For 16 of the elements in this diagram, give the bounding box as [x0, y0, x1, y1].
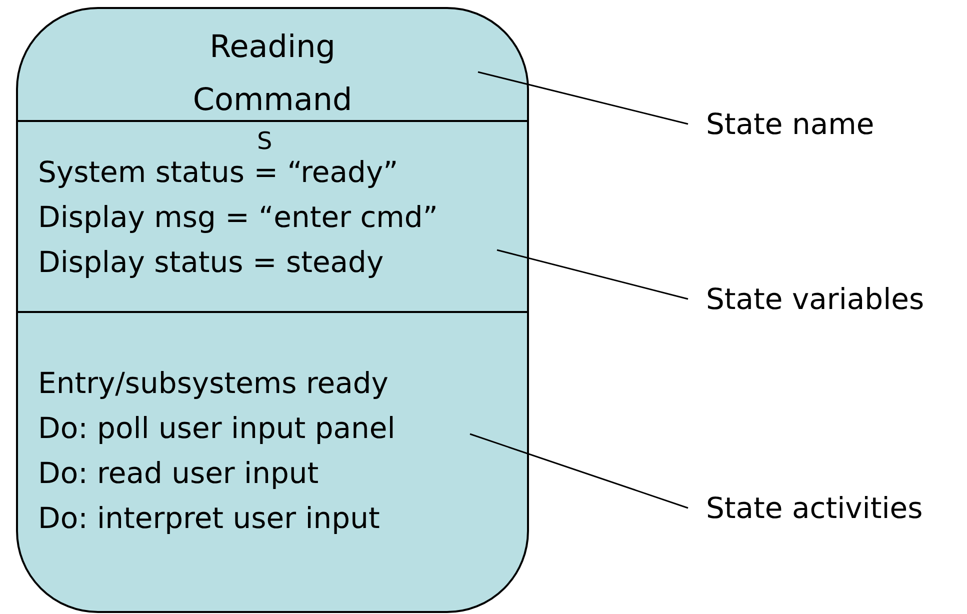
leader-line [496, 249, 688, 300]
leader-line [470, 433, 688, 509]
text-line: Do: interpret user input [38, 500, 380, 537]
callout-label: State activities [706, 490, 923, 527]
leader-line [478, 71, 688, 125]
callout-label: State variables [706, 281, 924, 318]
text-line: Do: poll user input panel [38, 410, 396, 447]
text-line: Do: read user input [38, 455, 319, 492]
text-line: System status = “ready” [38, 154, 398, 191]
stray-letter: S [257, 128, 272, 154]
state-name: Reading Command [192, 28, 354, 120]
text-line: Display msg = “enter cmd” [38, 199, 438, 236]
state-box [16, 7, 529, 613]
text-line: Display status = steady [38, 244, 384, 281]
callout-label: State name [706, 106, 874, 143]
text-line: Entry/subsystems ready [38, 365, 388, 402]
